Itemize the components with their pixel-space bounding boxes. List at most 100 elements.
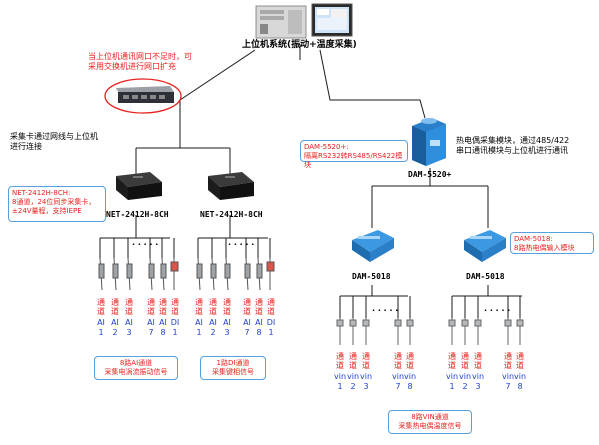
chan-type: DI: [266, 318, 276, 327]
chan-top: 通: [448, 352, 456, 361]
chan-mid: 道: [516, 361, 524, 370]
chan-num: 1: [196, 328, 202, 337]
chan-mid: 道: [223, 307, 231, 316]
chan-top: 通: [349, 352, 357, 361]
chan-mid: 道: [448, 361, 456, 370]
chan-mid: 道: [111, 307, 119, 316]
chan-type: AI: [111, 318, 119, 327]
chan-mid: 道: [209, 307, 217, 316]
chan-top: 通: [195, 298, 203, 307]
chan-type: vin: [333, 372, 347, 381]
chan-top: 通: [461, 352, 469, 361]
chan-type: AI: [209, 318, 217, 327]
chan-num: 2: [112, 328, 118, 337]
ai-summary-line2: 采集电涡流振动信号: [104, 368, 168, 376]
chan-top: 通: [394, 352, 402, 361]
dam5520-desc-line1: 热电偶采集模块，通过485/422: [456, 136, 570, 145]
net-callout-line1: NET-2412H-8CH:: [12, 189, 71, 197]
chan-num: 3: [224, 328, 230, 337]
dam5520-desc-line2: 串口通讯模块与上位机进行通讯: [456, 146, 568, 155]
chan-num: 7: [148, 328, 154, 337]
dam5018-label-1: DAM-5018: [352, 272, 391, 281]
ai-summary-callout: 8路AI通道 采集电涡流振动信号: [94, 356, 178, 380]
chan-mid: 道: [255, 307, 263, 316]
dam5520-label: DAM-5520+: [408, 170, 452, 179]
chan-num: 1: [172, 328, 178, 337]
chan-num: 7: [244, 328, 250, 337]
chan-mid: 道: [349, 361, 357, 370]
net-device-label-1: NET-2412H-8CH: [106, 210, 169, 219]
chan-type: vin: [501, 372, 515, 381]
vin-summary-line2: 采集热电偶温度信号: [398, 422, 462, 430]
chan-num: 2: [350, 382, 356, 391]
chan-num: 3: [363, 382, 369, 391]
vin-summary-line1: 8路VIN通道: [411, 413, 449, 421]
chan-mid: 道: [171, 307, 179, 316]
chan-type: vin: [359, 372, 373, 381]
chan-mid: 道: [461, 361, 469, 370]
dam5018-callout-line2: 8路热电偶输入模块: [514, 244, 575, 252]
chan-type: AI: [159, 318, 167, 327]
ellipsis-dots: · · · · ·: [132, 240, 159, 249]
ellipsis-dots: · · · · ·: [372, 306, 399, 315]
chan-top: 通: [125, 298, 133, 307]
chan-top: 通: [267, 298, 275, 307]
chan-type: AI: [223, 318, 231, 327]
dam-5018-module-icon: [352, 230, 394, 262]
chan-type: vin: [458, 372, 472, 381]
chan-num: 7: [395, 382, 401, 391]
chan-mid: 道: [474, 361, 482, 370]
chan-type: vin: [403, 372, 417, 381]
dam-5520-module-icon: [412, 118, 446, 166]
chan-num: 1: [268, 328, 274, 337]
di-summary-line2: 采集键相信号: [212, 368, 254, 376]
chan-top: 通: [159, 298, 167, 307]
dam5018-label-2: DAM-5018: [466, 272, 505, 281]
chan-top: 通: [97, 298, 105, 307]
chan-top: 通: [504, 352, 512, 361]
chan-type: AI: [125, 318, 133, 327]
chan-mid: 道: [195, 307, 203, 316]
chan-top: 通: [406, 352, 414, 361]
net-callout-line3: ±24V量程，支持IEPE: [12, 207, 82, 215]
chan-type: vin: [471, 372, 485, 381]
net-device-label-2: NET-2412H-8CH: [200, 210, 263, 219]
ellipsis-dots: · · · · ·: [484, 306, 511, 315]
ellipsis-dots: · · · · ·: [228, 240, 255, 249]
chan-top: 通: [147, 298, 155, 307]
chan-type: AI: [97, 318, 105, 327]
dam-5018-module-icon: [464, 230, 506, 262]
chan-mid: 道: [406, 361, 414, 370]
ai-summary-line1: 8路AI通道: [119, 359, 153, 367]
chan-mid: 道: [97, 307, 105, 316]
chan-num: 3: [126, 328, 132, 337]
upper-computer-title: 上位机系统(振动+温度采集): [242, 40, 357, 50]
chan-num: 2: [210, 328, 216, 337]
chan-mid: 道: [504, 361, 512, 370]
chan-type: AI: [255, 318, 263, 327]
chan-top: 通: [516, 352, 524, 361]
chan-num: 8: [407, 382, 413, 391]
chan-type: AI: [195, 318, 203, 327]
chan-mid: 道: [243, 307, 251, 316]
chan-type: vin: [513, 372, 527, 381]
chan-type: DI: [170, 318, 180, 327]
network-switch-icon: [104, 78, 182, 114]
chan-type: vin: [391, 372, 405, 381]
dam5018-callout-line1: DAM-5018:: [514, 235, 553, 243]
chan-mid: 道: [362, 361, 370, 370]
chan-mid: 道: [159, 307, 167, 316]
chan-top: 通: [362, 352, 370, 361]
monitor-icon: [311, 3, 353, 37]
chan-num: 1: [98, 328, 104, 337]
chan-top: 通: [255, 298, 263, 307]
net-2412h-device-icon: [116, 172, 162, 200]
chan-mid: 道: [336, 361, 344, 370]
dam5018-callout: DAM-5018: 8路热电偶输入模块: [510, 232, 594, 254]
chan-mid: 道: [125, 307, 133, 316]
chan-num: 8: [256, 328, 262, 337]
chan-num: 7: [505, 382, 511, 391]
chan-num: 3: [475, 382, 481, 391]
chan-num: 1: [449, 382, 455, 391]
